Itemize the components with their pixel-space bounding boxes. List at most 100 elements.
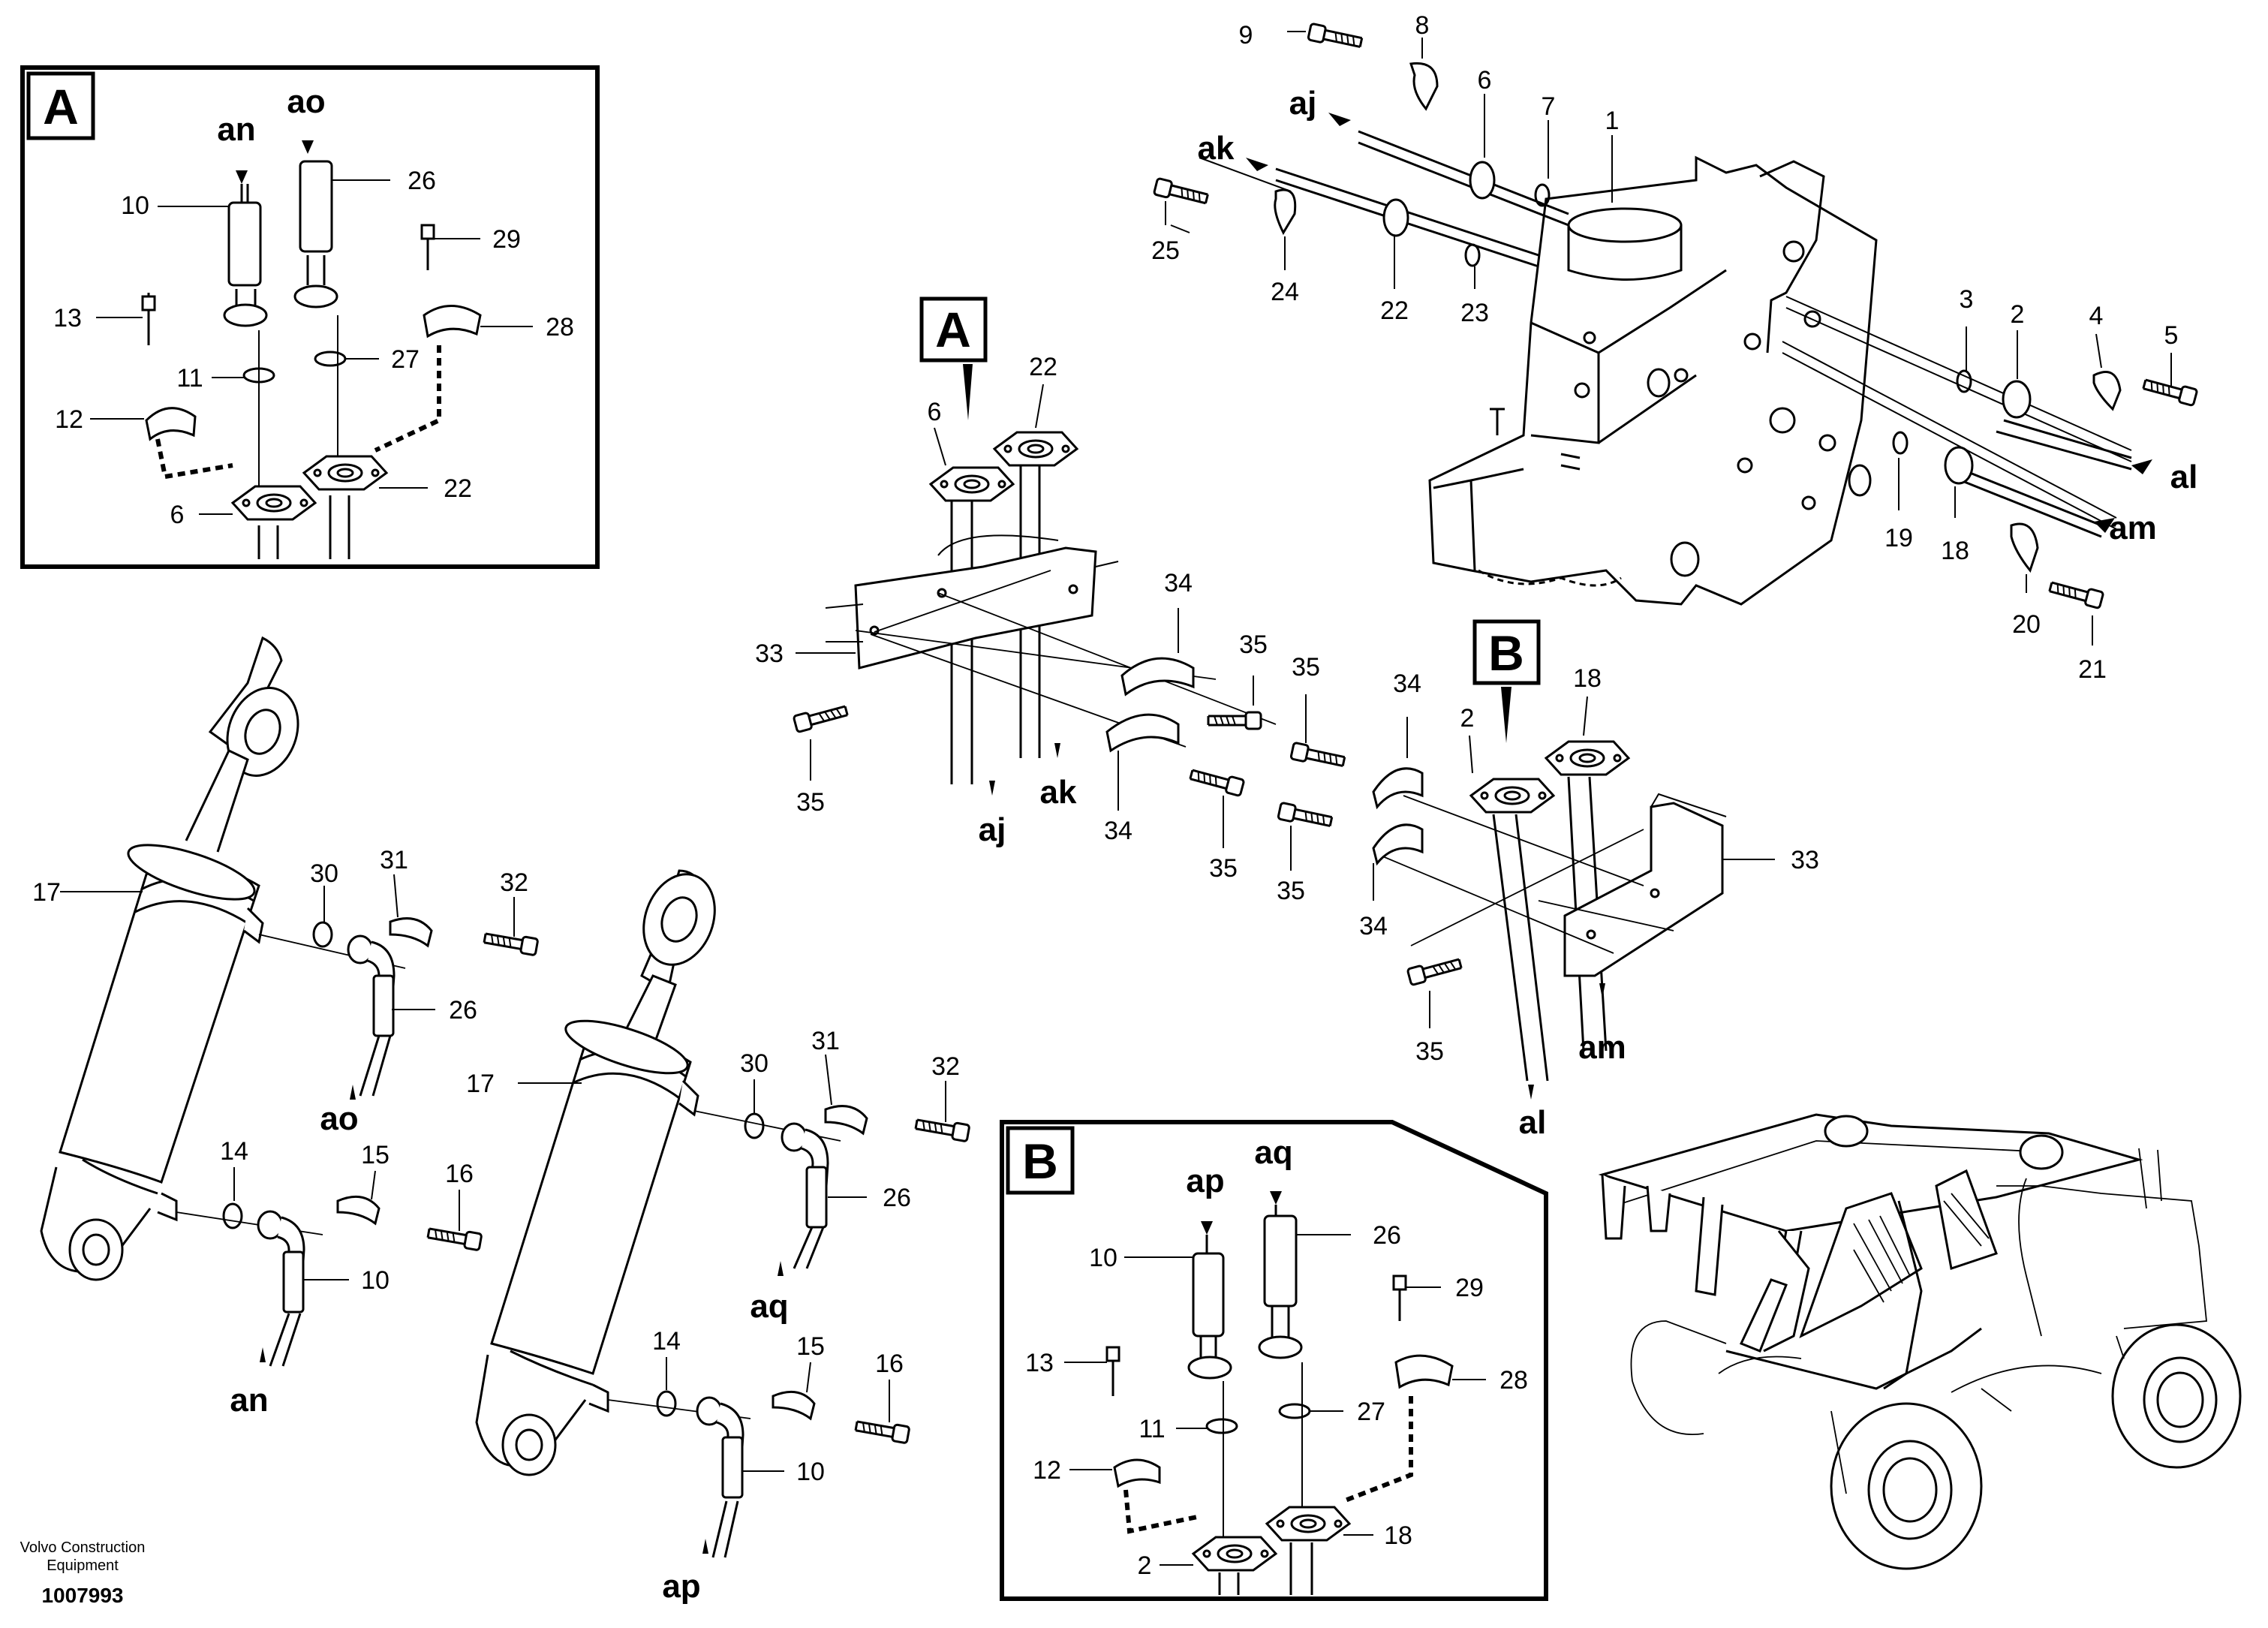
callout-32: 32 xyxy=(500,868,528,897)
clamp-28 xyxy=(1394,1354,1454,1389)
callout-8: 8 xyxy=(1415,11,1430,40)
bolt-25 xyxy=(1152,176,1211,209)
callout-35: 35 xyxy=(1209,854,1238,883)
company-name-line1: Volvo Construction xyxy=(20,1539,146,1556)
control-valve-assembly: 9 8 aj 6 7 1 ak 25 24 22 23 3 xyxy=(1151,11,2199,684)
inset-a-frame xyxy=(20,65,600,569)
clamp-34 xyxy=(1120,657,1195,697)
callout-3: 3 xyxy=(1960,285,1974,314)
bracket-33 xyxy=(1563,802,1724,977)
pointer-a-title: A xyxy=(935,302,971,357)
callout-aj: aj xyxy=(979,811,1006,848)
fitting-22 xyxy=(1382,198,1409,237)
o-ring-11 xyxy=(242,367,275,384)
bolt-16 xyxy=(426,1223,483,1252)
callout-26: 26 xyxy=(1373,1221,1401,1250)
callout-20: 20 xyxy=(2012,610,2041,639)
clamp-12 xyxy=(145,407,197,441)
arrow-down-icon xyxy=(1201,1221,1213,1235)
document-number: 1007993 xyxy=(41,1584,123,1607)
callout-6: 6 xyxy=(170,501,185,529)
flange-22 xyxy=(302,455,388,491)
callout-6: 6 xyxy=(1478,66,1492,95)
pointer-b-box xyxy=(1472,619,1541,685)
callout-27: 27 xyxy=(391,345,420,374)
callout-29: 29 xyxy=(1455,1274,1484,1302)
callout-10: 10 xyxy=(361,1266,390,1295)
callout-6: 6 xyxy=(928,398,942,426)
clamp-12 xyxy=(1113,1458,1161,1488)
company-name-line2: Equipment xyxy=(47,1557,119,1574)
bolt-29 xyxy=(420,224,435,240)
callout-al: al xyxy=(2170,459,2198,495)
bolt-29 xyxy=(1392,1274,1407,1291)
callout-22: 22 xyxy=(1380,296,1409,325)
bolt-32 xyxy=(913,1115,971,1143)
arrow-down-icon xyxy=(1270,1191,1282,1205)
callout-26: 26 xyxy=(449,996,477,1025)
fitting-18 xyxy=(1944,446,1974,485)
clamp-15 xyxy=(336,1195,381,1226)
inset-a-title-box xyxy=(26,71,95,140)
callout-7: 7 xyxy=(1542,92,1556,121)
callout-18: 18 xyxy=(1573,664,1602,693)
hose-10 xyxy=(1192,1252,1225,1338)
hose-10 xyxy=(227,201,262,287)
callout-10: 10 xyxy=(1089,1244,1117,1272)
bolt-5 xyxy=(2141,375,2199,408)
callout-10: 10 xyxy=(121,191,149,220)
callout-30: 30 xyxy=(310,859,338,888)
inset-b-frame xyxy=(1000,1120,1548,1601)
o-ring-14 xyxy=(222,1202,243,1229)
bolt-35 xyxy=(792,701,850,734)
lift-cylinder-right: 17 30 31 32 26 aq 14 15 16 10 ap xyxy=(466,869,971,1605)
callout-ao: ao xyxy=(287,83,325,120)
clamp-31 xyxy=(824,1105,868,1136)
callout-5: 5 xyxy=(2164,321,2179,350)
flange-2 xyxy=(1469,778,1555,814)
callout-32: 32 xyxy=(931,1052,960,1081)
o-ring-23 xyxy=(1464,243,1481,267)
front-wheel xyxy=(1830,1402,1983,1570)
callout-17: 17 xyxy=(32,878,61,907)
inset-b: B ap aq 10 26 29 13 28 11 xyxy=(1000,1120,1548,1601)
arrow-down-icon xyxy=(302,140,314,154)
callout-35: 35 xyxy=(796,788,825,817)
callout-31: 31 xyxy=(811,1027,840,1055)
inset-a-title: A xyxy=(43,79,79,134)
o-ring-30 xyxy=(744,1112,765,1139)
callout-21: 21 xyxy=(2078,655,2107,684)
cylinder-tube xyxy=(59,860,260,1184)
bolt-21 xyxy=(2047,577,2105,610)
callout-34: 34 xyxy=(1164,569,1193,597)
callout-26: 26 xyxy=(883,1184,911,1212)
clamp-31 xyxy=(389,917,433,948)
callout-11: 11 xyxy=(1139,1415,1165,1443)
rod-eye xyxy=(226,687,299,777)
o-ring-19 xyxy=(1892,431,1909,455)
callout-33: 33 xyxy=(1791,846,1819,874)
rod-eye xyxy=(642,873,716,966)
callout-2: 2 xyxy=(1138,1551,1152,1580)
callout-33: 33 xyxy=(755,639,784,668)
flange-18 xyxy=(1545,740,1630,776)
flange-6 xyxy=(929,466,1015,502)
callout-4: 4 xyxy=(2089,302,2104,330)
callout-22: 22 xyxy=(444,474,472,503)
callout-22: 22 xyxy=(1029,353,1057,381)
o-ring-11 xyxy=(1205,1418,1238,1434)
pointer-b-title: B xyxy=(1488,625,1524,681)
bracket-assembly-b: B 2 18 33 34 34 35 35 35 am xyxy=(1277,619,1819,1141)
callout-27: 27 xyxy=(1357,1398,1385,1426)
callout-13: 13 xyxy=(1025,1349,1054,1377)
callout-15: 15 xyxy=(361,1141,390,1169)
callout-am: am xyxy=(2109,510,2157,546)
callout-31: 31 xyxy=(380,846,408,874)
clamp-20 xyxy=(2010,522,2039,573)
callout-10: 10 xyxy=(796,1458,825,1486)
callout-an: an xyxy=(217,111,255,148)
footer: Volvo Construction Equipment 1007993 xyxy=(20,1539,146,1607)
pointer-a-box xyxy=(919,296,988,363)
callout-18: 18 xyxy=(1941,537,1969,565)
flange-2 xyxy=(1192,1536,1277,1572)
